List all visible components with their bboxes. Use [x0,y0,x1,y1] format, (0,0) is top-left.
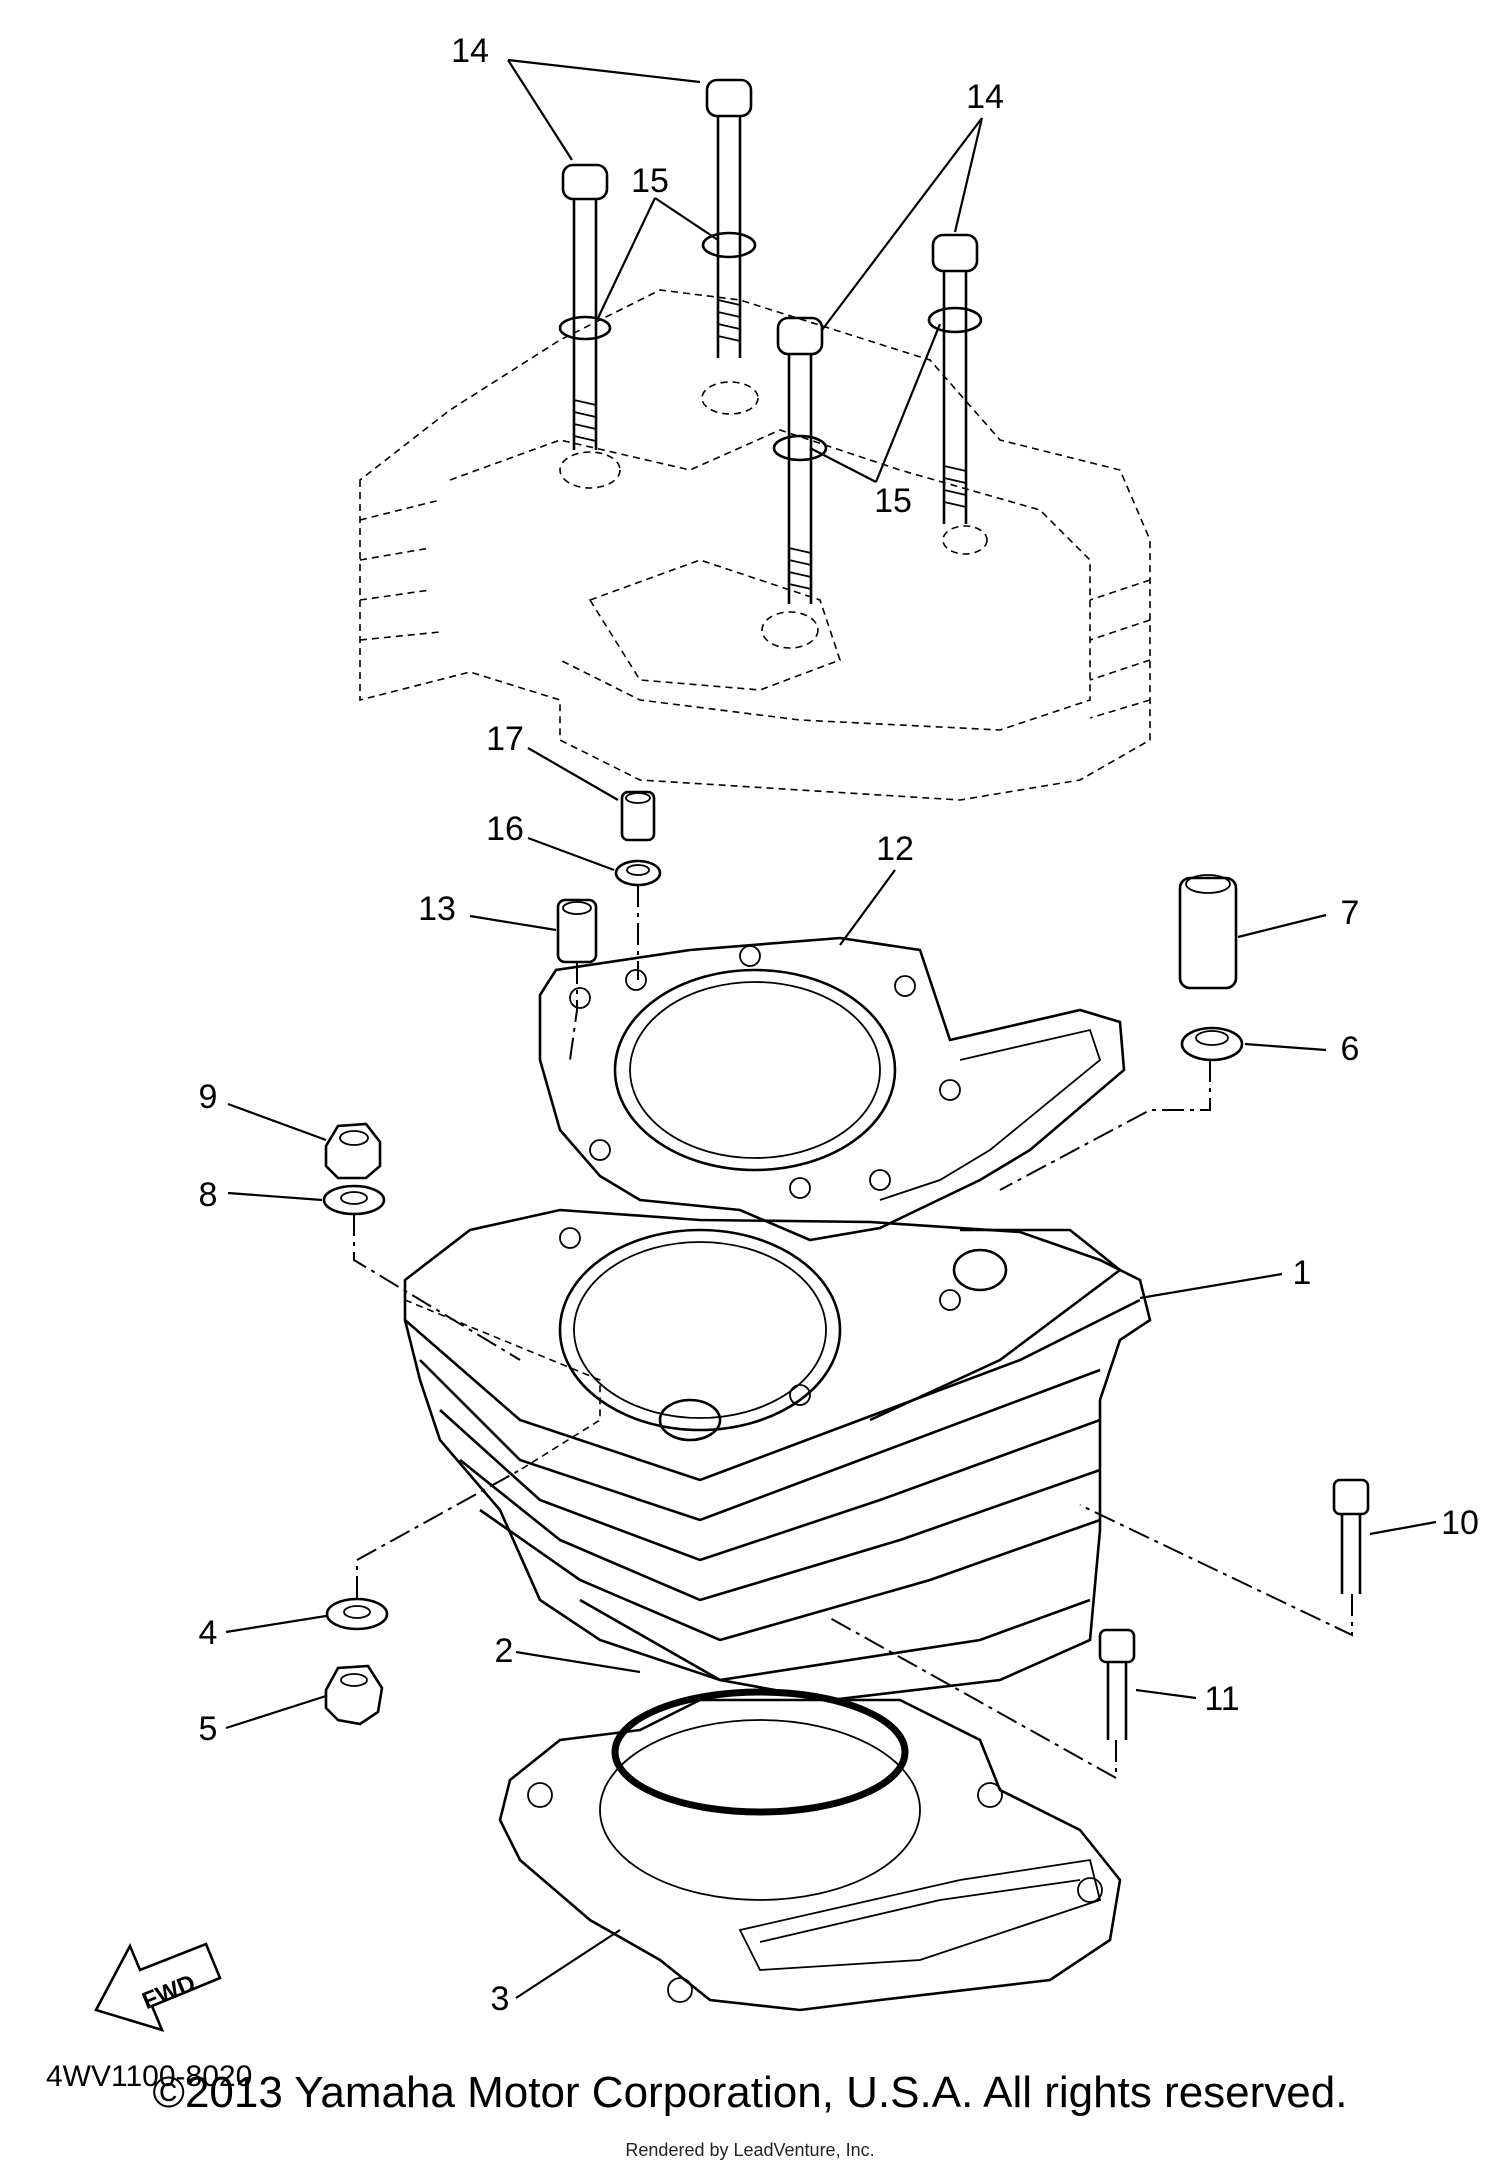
bolt-11 [1098,1628,1136,1740]
head-bolt-1 [561,163,609,450]
callout-14-top: 14 [451,32,489,70]
nut-9 [324,1122,382,1180]
callout-17: 17 [486,720,524,758]
callout-7: 7 [1341,894,1360,932]
callout-15-lower: 15 [874,482,912,520]
diagram-code: 4WV1100-8020 [46,2060,252,2093]
washer-8 [322,1184,386,1216]
callout-8: 8 [199,1176,218,1214]
callout-9: 9 [199,1078,218,1116]
rendered-by-notice: Rendered by LeadVenture, Inc. [625,2140,875,2160]
head-gasket-12 [538,936,1126,1242]
callout-14-right: 14 [966,78,1004,116]
cylinder-body-1 [403,1208,1152,1702]
callout-labels: 14 14 15 15 17 16 13 12 7 6 9 8 1 10 11 … [199,32,1479,2018]
callout-1: 1 [1293,1254,1312,1292]
callout-10: 10 [1441,1504,1479,1542]
head-washer-4 [927,306,983,334]
washer-4 [325,1597,389,1631]
o-ring-16 [614,859,662,887]
fwd-label: FWD [139,1970,200,2016]
head-washer-2 [701,231,757,259]
bolt-10 [1332,1478,1370,1594]
callout-13: 13 [418,890,456,928]
dowel-pin-13 [556,898,598,964]
head-bolt-2 [705,78,753,358]
callout-11: 11 [1204,1680,1239,1718]
head-bolt-4 [931,233,979,524]
o-ring-6 [1180,1026,1244,1062]
callout-12: 12 [876,830,914,868]
cylinder-head-outline [359,289,1151,801]
callout-16: 16 [486,810,524,848]
head-washer-1 [558,315,612,341]
callout-5: 5 [199,1710,218,1748]
dowel-pin-17 [620,790,656,842]
leader-lines [225,58,1437,1999]
head-bolt-3 [776,316,824,604]
dowel-pin-7 [1178,874,1238,990]
assembly-lines [353,885,1353,1780]
callout-6: 6 [1341,1030,1360,1068]
base-gasket-3 [498,1698,1122,2012]
callout-15-top: 15 [631,162,669,200]
copyright-notice: ©2013 Yamaha Motor Corporation, U.S.A. A… [152,2068,1348,2117]
o-ring-2 [611,1688,909,1816]
fwd-arrow-icon: FWD [94,1942,222,2033]
nut-5 [324,1664,384,1726]
callout-2: 2 [495,1632,514,1670]
callout-4: 4 [199,1614,218,1652]
callout-3: 3 [491,1980,510,2018]
head-washer-3 [772,434,828,462]
